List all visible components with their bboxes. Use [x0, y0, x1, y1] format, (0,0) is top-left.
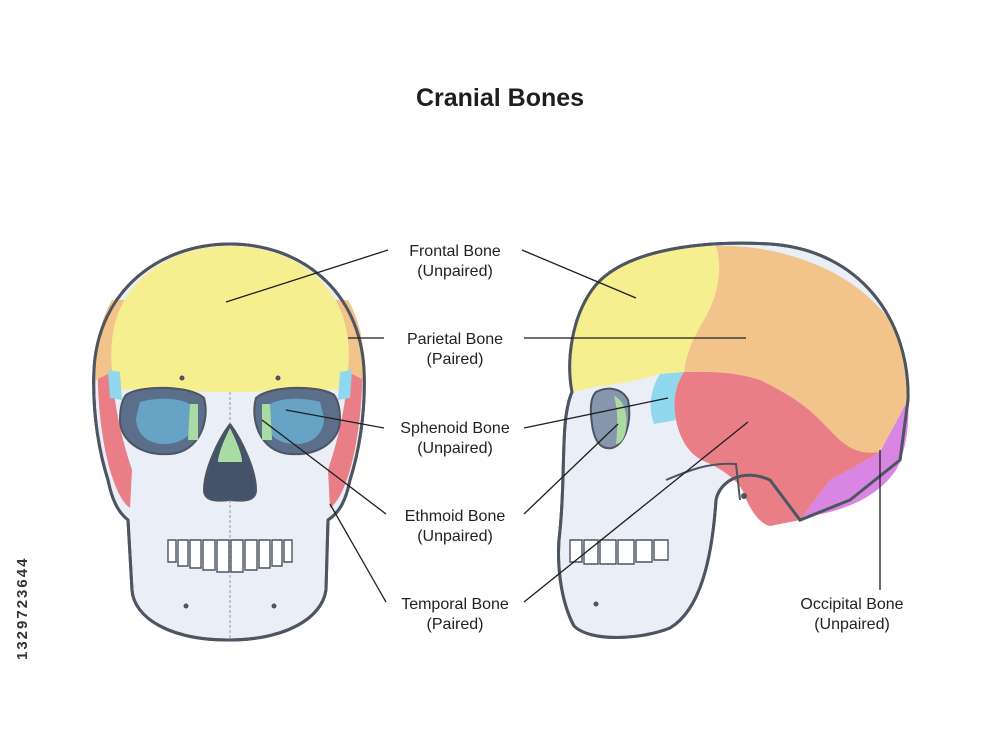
front-parietal-right	[334, 300, 365, 380]
label-sphenoid-type: (Unpaired)	[417, 440, 493, 457]
front-left-orbit-inner	[136, 398, 197, 444]
side-occipital-bone	[800, 400, 909, 520]
stock-id-watermark: 1329723644	[14, 557, 31, 660]
label-ethmoid-name: Ethmoid Bone	[405, 508, 506, 525]
bone-labels: Frontal Bone (Unpaired) Parietal Bone (P…	[400, 243, 903, 633]
front-skull	[92, 242, 366, 642]
diagram-title: Cranial Bones	[415, 84, 585, 112]
label-frontal-name: Frontal Bone	[409, 243, 501, 260]
label-frontal-type: (Unpaired)	[417, 263, 493, 280]
side-frontal-bone	[569, 246, 720, 392]
front-sphenoid-left	[108, 370, 122, 400]
label-temporal-name: Temporal Bone	[401, 596, 509, 613]
front-parietal-left	[95, 300, 126, 380]
side-parietal-bone	[684, 245, 909, 453]
front-frontal-bone	[111, 246, 349, 392]
label-parietal-type: (Paired)	[427, 351, 484, 368]
label-sphenoid-name: Sphenoid Bone	[400, 420, 510, 437]
stock-id-text: 1329723644	[14, 557, 31, 660]
front-right-ethmoid	[262, 404, 272, 440]
front-nasal-ethmoid	[218, 428, 242, 462]
front-left-ethmoid	[188, 404, 198, 440]
label-occipital-name: Occipital Bone	[800, 596, 903, 613]
side-jaw-line	[665, 462, 741, 501]
label-occipital-type: (Unpaired)	[814, 616, 890, 633]
side-temporal-bone	[674, 371, 880, 526]
side-skull	[557, 241, 910, 639]
side-teeth	[569, 539, 669, 565]
front-sphenoid-right	[338, 370, 352, 400]
label-ethmoid-type: (Unpaired)	[417, 528, 493, 545]
label-parietal-name: Parietal Bone	[407, 331, 503, 348]
label-temporal-type: (Paired)	[427, 616, 484, 633]
front-teeth	[167, 539, 293, 573]
leader-lines	[225, 249, 881, 603]
